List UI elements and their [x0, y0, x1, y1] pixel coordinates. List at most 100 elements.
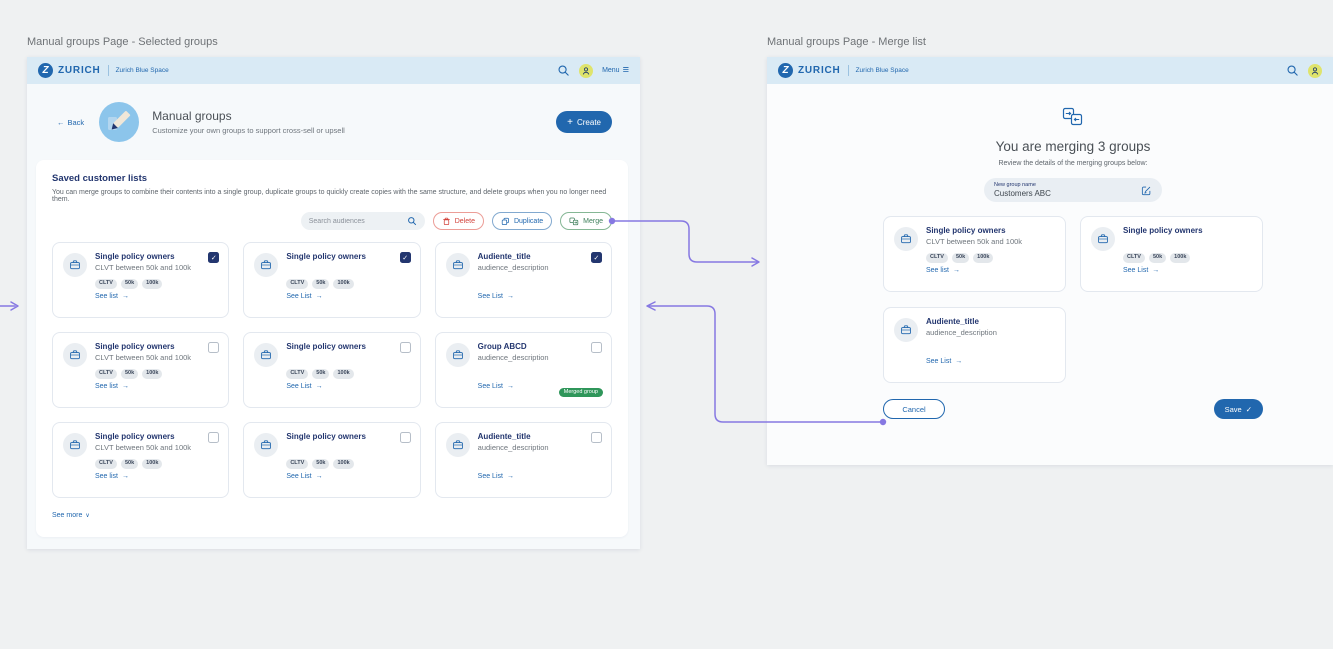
card-title: Single policy owners [926, 226, 1006, 235]
menu-label: Menu [602, 67, 620, 74]
card-checkbox[interactable] [399, 432, 411, 443]
tag: 50k [312, 279, 330, 289]
app-header: Z ZURICH Zurich Blue Space [767, 57, 1333, 84]
see-list-link[interactable]: See list→ [95, 383, 218, 390]
tag: 50k [1148, 253, 1167, 263]
plus-icon: + [567, 116, 573, 128]
person-icon [582, 66, 590, 75]
tag: 50k [120, 369, 139, 379]
tag: CLTV [95, 369, 117, 379]
see-list-link[interactable]: See List→ [478, 293, 601, 300]
selected-groups-body: ← Back Manual groups Customize [27, 84, 640, 549]
arrow-right-icon: → [315, 383, 323, 390]
create-button[interactable]: + Create [556, 111, 612, 133]
see-list-link[interactable]: See List→ [286, 473, 409, 480]
merge-label: Merge [583, 217, 603, 225]
card-title: Group ABCD [477, 342, 527, 351]
merge-button[interactable]: Merge [560, 212, 612, 230]
duplicate-button[interactable]: Duplicate [491, 212, 553, 230]
see-list-link[interactable]: See List→ [478, 473, 601, 480]
briefcase-icon [70, 440, 80, 450]
merged-group-badge: Merged group [558, 387, 603, 397]
search-audiences-box[interactable] [300, 212, 425, 230]
see-list-link[interactable]: See List→ [286, 383, 409, 390]
avatar[interactable] [1308, 63, 1322, 78]
group-avatar [1091, 227, 1115, 251]
search-audiences-input[interactable] [308, 217, 403, 225]
card-title: Single policy owners [286, 252, 366, 261]
header-actions [1286, 63, 1322, 78]
tag: 50k [120, 459, 139, 469]
arrow-right-icon: → [121, 293, 129, 300]
edit-icon[interactable] [1141, 185, 1152, 196]
tag: CLTV [95, 279, 117, 289]
arrow-right-icon: → [121, 383, 129, 390]
see-list-link[interactable]: See list→ [95, 293, 218, 300]
avatar[interactable] [579, 63, 594, 78]
arrow-right-icon: → [121, 473, 129, 480]
search-icon[interactable] [1286, 64, 1299, 77]
card-checkbox[interactable] [590, 342, 602, 353]
name-field-value: Customers ABC [994, 189, 1051, 198]
card-title: Single policy owners [1123, 226, 1203, 235]
briefcase-icon [261, 440, 272, 450]
back-button[interactable]: ← Back [57, 118, 84, 127]
name-field-label: New group name [994, 182, 1036, 188]
group-avatar [894, 318, 918, 342]
brand-wordmark: ZURICH [798, 65, 841, 76]
zurich-logo: Z [778, 63, 793, 78]
group-avatar [445, 343, 470, 367]
check-icon: ✓ [1245, 404, 1252, 414]
card-checkbox[interactable]: ✓ [208, 252, 220, 263]
card-checkbox[interactable] [208, 432, 220, 443]
frame-title-selected-groups: Manual groups Page - Selected groups [27, 36, 218, 48]
see-list-link[interactable]: See list→ [95, 473, 218, 480]
merge-groups-icon [1062, 107, 1084, 127]
card-checkbox[interactable] [399, 342, 411, 353]
see-list-link[interactable]: See List→ [926, 358, 1055, 365]
see-list-label: See List [286, 383, 312, 390]
card-checkbox[interactable]: ✓ [399, 252, 411, 263]
cancel-button[interactable]: Cancel [883, 399, 945, 419]
arrowhead-right-icon [10, 301, 19, 311]
card-checkbox[interactable]: ✓ [590, 252, 602, 263]
see-list-link[interactable]: See List→ [286, 293, 409, 300]
briefcase-icon [452, 350, 463, 360]
see-more-link[interactable]: See more ∨ [52, 512, 90, 519]
card-tags [478, 369, 601, 379]
see-list-link[interactable]: See List→ [1123, 267, 1252, 274]
arrow-right-icon: → [1152, 267, 1160, 274]
see-list-link[interactable]: See list→ [926, 267, 1055, 274]
briefcase-icon [901, 234, 911, 244]
save-button[interactable]: Save ✓ [1213, 399, 1263, 419]
tag: 50k [120, 279, 139, 289]
menu-button[interactable]: Menu ≡ [602, 65, 629, 76]
card-checkbox[interactable] [590, 432, 602, 443]
search-icon[interactable] [557, 64, 570, 77]
group-avatar [254, 433, 279, 457]
chevron-down-icon: ∨ [85, 513, 90, 519]
delete-button[interactable]: Delete [432, 212, 484, 230]
see-list-link[interactable]: See List→ [478, 383, 601, 390]
new-group-name-field[interactable]: New group name Customers ABC [984, 178, 1162, 202]
card-checkbox[interactable] [208, 342, 220, 353]
merge-actions: Cancel Save ✓ [883, 399, 1263, 419]
see-list-label: See list [95, 473, 118, 480]
group-avatar [445, 253, 470, 277]
